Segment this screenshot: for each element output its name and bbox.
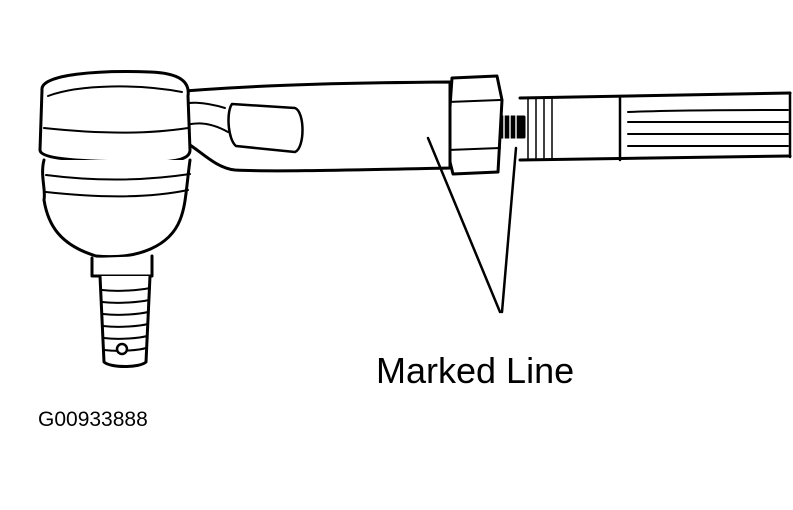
callout-leader-lines bbox=[426, 136, 518, 314]
tie-rod-end-body bbox=[158, 80, 452, 173]
figure-id: G00933888 bbox=[38, 408, 148, 431]
marked-line-label: Marked Line bbox=[376, 350, 575, 391]
dust-boot bbox=[41, 158, 192, 259]
tie-rod-tube bbox=[518, 91, 792, 162]
ball-stud bbox=[90, 254, 154, 368]
ball-socket-housing bbox=[38, 70, 192, 164]
lock-nut bbox=[445, 74, 504, 176]
